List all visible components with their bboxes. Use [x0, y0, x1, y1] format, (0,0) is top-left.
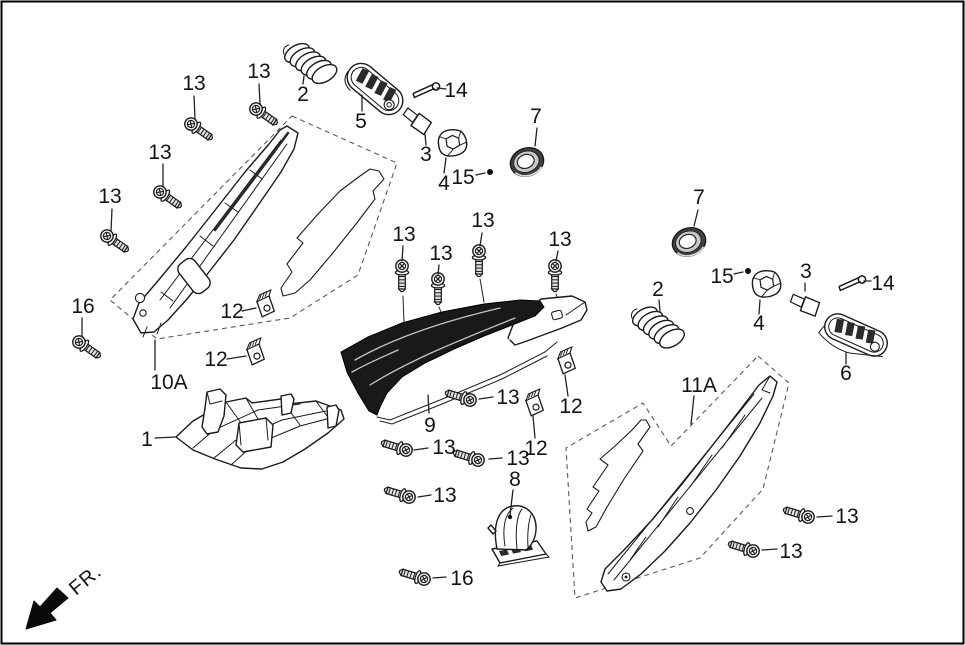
part-label-7: 7 [530, 105, 542, 128]
dashed-group-outline-11A [565, 355, 790, 599]
part-label-13: 13 [548, 228, 571, 251]
part-label-12: 12 [524, 437, 547, 460]
part-6-footrest-pad [818, 313, 888, 358]
part-label-11A: 11A [681, 374, 717, 397]
part-label-13: 13 [496, 386, 519, 409]
spring-icon-left [283, 42, 338, 85]
part-label-13: 13 [433, 484, 456, 507]
part-5-footrest-pad [344, 62, 404, 116]
part-label-1: 1 [141, 428, 153, 451]
part-label-12: 12 [220, 300, 243, 323]
part-label-13: 13 [835, 505, 858, 528]
part-label-9: 9 [424, 414, 436, 437]
part-label-15: 15 [710, 265, 733, 288]
part-label-13: 13 [182, 72, 205, 95]
part-label-13: 13 [429, 242, 452, 265]
part-label-2: 2 [652, 278, 664, 301]
part-label-13: 13 [506, 447, 529, 470]
part-label-3: 3 [420, 143, 432, 166]
front-arrow-icon [25, 587, 69, 630]
part-label-16: 16 [71, 295, 94, 318]
part-label-4: 4 [438, 172, 450, 195]
part-labels: 13 13 2 5 14 3 4 15 13 13 16 10A 12 12 1… [71, 60, 895, 590]
part-label-13: 13 [779, 540, 802, 563]
part-label-15: 15 [451, 166, 474, 189]
part-label-13: 13 [392, 223, 415, 246]
part-label-6: 6 [840, 362, 852, 385]
spring-icon-right [631, 306, 685, 349]
panel-silhouette-11A [585, 419, 651, 532]
part-label-13: 13 [98, 185, 121, 208]
part-label-12: 12 [559, 395, 582, 418]
part-label-14: 14 [871, 272, 895, 295]
part-label-5: 5 [355, 110, 367, 133]
part-label-12: 12 [204, 348, 227, 371]
leader-lines [81, 75, 872, 579]
part-label-7: 7 [693, 186, 705, 209]
part-1-floor-board [175, 388, 345, 470]
part-label-13: 13 [148, 141, 171, 164]
part-label-16: 16 [450, 567, 473, 590]
part-label-8: 8 [509, 468, 521, 491]
part-label-13: 13 [471, 209, 494, 232]
part-label-10A: 10A [150, 371, 187, 394]
part-label-13: 13 [247, 60, 270, 83]
part-9-floor-rail [340, 295, 588, 425]
callout-dots [487, 169, 751, 520]
part-label-14: 14 [444, 79, 468, 102]
part-11A-side-panel [600, 375, 778, 592]
part-label-4: 4 [753, 312, 765, 335]
part-label-3: 3 [800, 260, 812, 283]
part-8-bracket [487, 505, 551, 567]
part-label-2: 2 [297, 83, 309, 106]
panel-silhouette-10A [280, 168, 385, 297]
part-10A-side-panel [132, 125, 299, 338]
part-label-13: 13 [432, 436, 455, 459]
